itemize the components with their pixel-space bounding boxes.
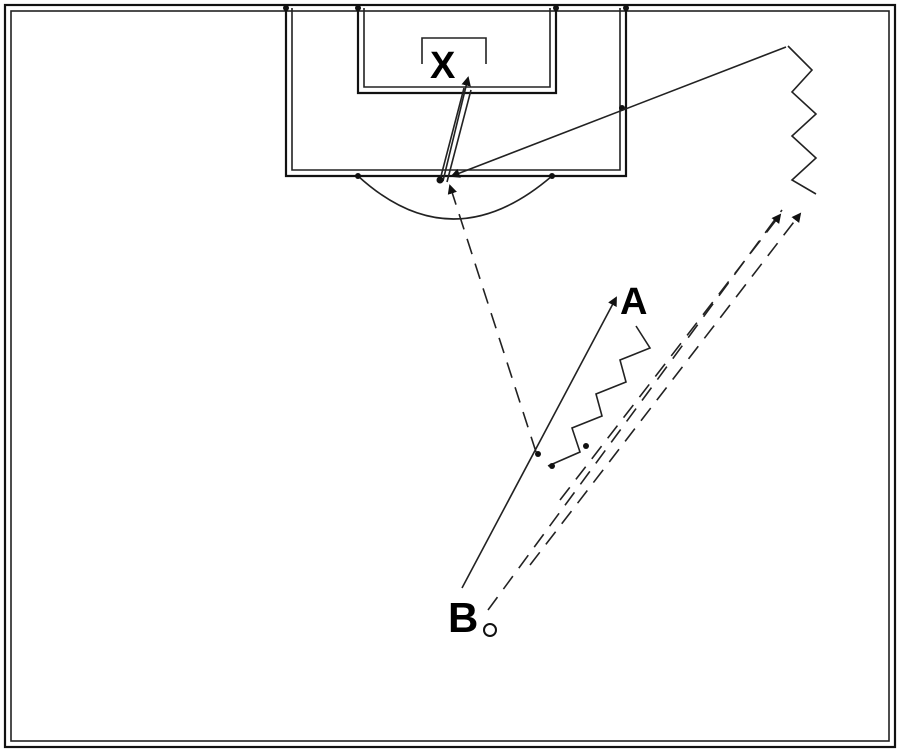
shot-path [439, 76, 472, 183]
right-dribble-zigzag [787, 45, 818, 195]
cross-pass-line [450, 46, 787, 178]
goal-area [356, 8, 558, 95]
goal-box [421, 37, 487, 64]
player-b-label: B [448, 594, 478, 641]
dashed-run-to-box [447, 184, 537, 453]
ball-icon [483, 623, 497, 637]
diagonal-dashed-runs [487, 209, 802, 611]
player-a-label: A [620, 281, 647, 323]
line-markers [283, 5, 629, 179]
pass-b-to-a [461, 296, 617, 589]
field-border [3, 3, 897, 749]
a-dribble-zigzag [547, 325, 652, 467]
penalty-arc [357, 175, 553, 220]
player-x-label: X [430, 45, 456, 87]
junction-dots [436, 176, 589, 469]
